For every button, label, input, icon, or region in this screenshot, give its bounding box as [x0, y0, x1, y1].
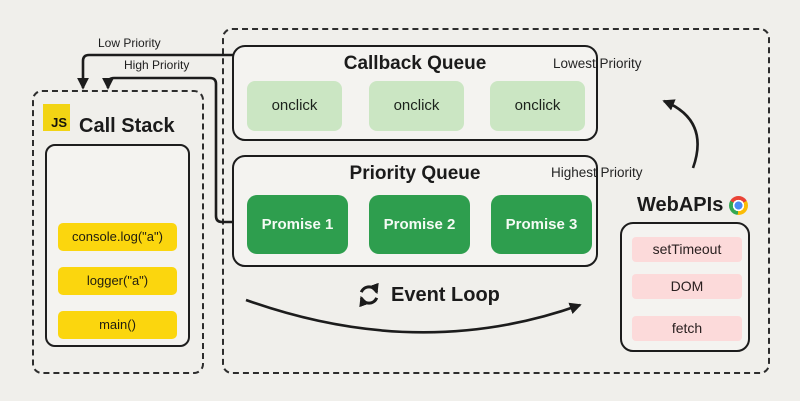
- webapi-item: fetch: [632, 316, 742, 341]
- call-stack-container: console.log("a") logger("a") main(): [45, 144, 190, 347]
- callback-queue-item: onclick: [490, 81, 585, 131]
- priority-queue-title: Priority Queue: [349, 163, 481, 184]
- callback-queue-panel: Callback Queue onclick onclick onclick: [232, 45, 598, 141]
- call-stack-frame: console.log("a"): [58, 223, 177, 251]
- refresh-icon: [359, 282, 379, 308]
- priority-queue-panel: Priority Queue Promise 1 Promise 2 Promi…: [232, 155, 598, 267]
- webapi-item: setTimeout: [632, 237, 742, 262]
- js-logo-text: JS: [51, 115, 67, 130]
- webapis-title-group: WebAPIs: [637, 194, 749, 217]
- callback-queue-item: onclick: [369, 81, 464, 131]
- lowest-priority-note: Lowest Priority: [553, 56, 642, 71]
- priority-queue-item: Promise 2: [369, 195, 470, 254]
- high-priority-flow-label: High Priority: [124, 58, 190, 72]
- call-stack-frame: main(): [58, 311, 177, 339]
- priority-queue-item: Promise 3: [491, 195, 592, 254]
- call-stack-title: Call Stack: [79, 115, 175, 137]
- call-stack-frame: logger("a"): [58, 267, 177, 295]
- low-priority-flow-label: Low Priority: [98, 36, 161, 50]
- priority-queue-item: Promise 1: [247, 195, 348, 254]
- webapis-title: WebAPIs: [637, 194, 724, 216]
- chrome-icon: [729, 196, 749, 215]
- event-loop-label: Event Loop: [391, 283, 500, 306]
- callback-queue-title: Callback Queue: [343, 53, 487, 74]
- callback-queue-item: onclick: [247, 81, 342, 131]
- event-loop-label-group: Event Loop: [356, 282, 500, 308]
- webapis-panel: setTimeout DOM fetch: [620, 222, 750, 352]
- javascript-logo-icon: JS: [43, 104, 70, 131]
- highest-priority-note: Highest Priority: [551, 165, 643, 180]
- webapi-item: DOM: [632, 274, 742, 299]
